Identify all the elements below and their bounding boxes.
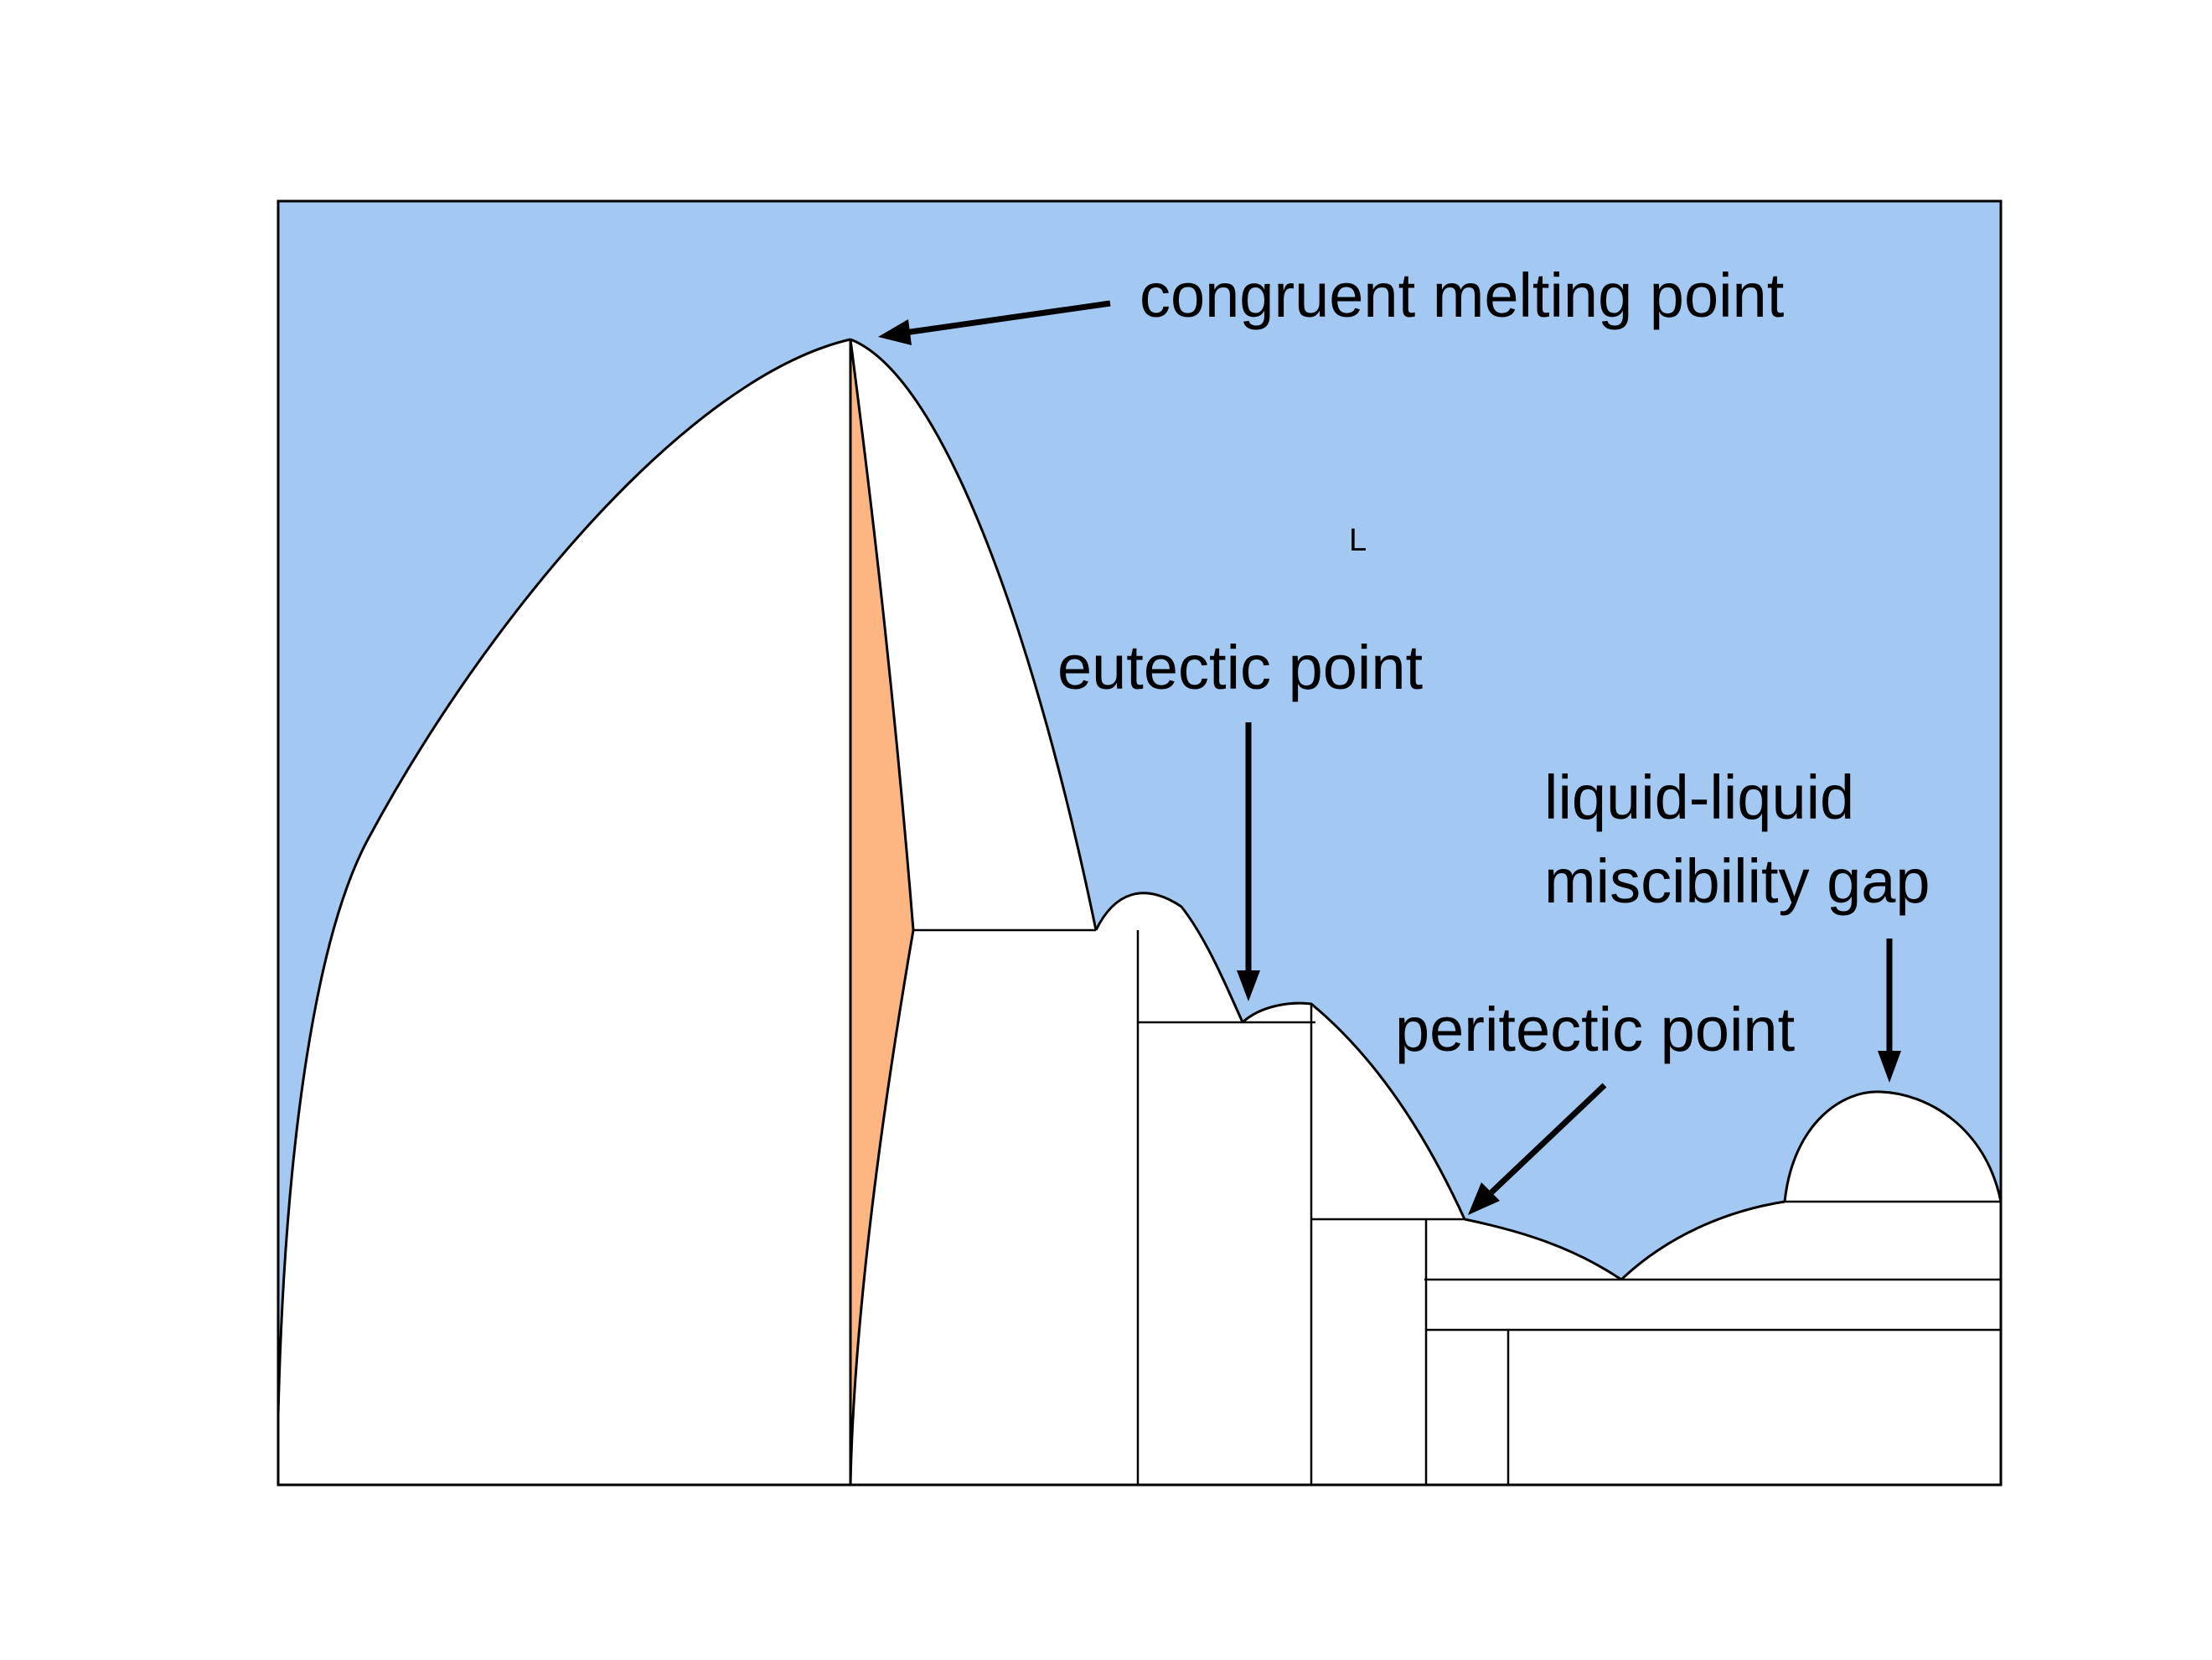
peritectic-point-label: peritectic point xyxy=(1395,995,1796,1064)
liquidus-right-rise xyxy=(1620,1200,1786,1281)
eutectic-point-arrowhead xyxy=(1237,970,1260,1001)
miscibility-gap-arrowhead xyxy=(1878,1051,1901,1083)
miscibility-gap-dome xyxy=(1783,1090,2003,1202)
congruent-melting-point-label: congruent melting point xyxy=(1140,261,1785,330)
liquidus-left xyxy=(276,338,851,1417)
liquidus-right-of-cmp xyxy=(850,338,1098,931)
liquid-phase-label: L xyxy=(1349,523,1367,558)
liquidus-dome-2 xyxy=(1241,1001,1466,1220)
eutectic-point-label: eutectic point xyxy=(1057,633,1423,702)
liquidus-peritectic-segment xyxy=(1464,1218,1622,1281)
miscibility-gap-label-line2: miscibility gap xyxy=(1544,846,1930,916)
congruent-melting-point-arrow xyxy=(904,300,1111,336)
solid-region xyxy=(278,339,2001,1485)
peritectic-point-arrowhead xyxy=(1468,1182,1500,1215)
congruent-melting-point-arrowhead xyxy=(878,319,912,345)
miscibility-gap-label-line1: liquid-liquid xyxy=(1544,763,1854,832)
peritectic-point-arrow xyxy=(1489,1083,1607,1195)
diagram-frame xyxy=(276,199,2003,1487)
liquidus-dome-1 xyxy=(1094,892,1244,1023)
